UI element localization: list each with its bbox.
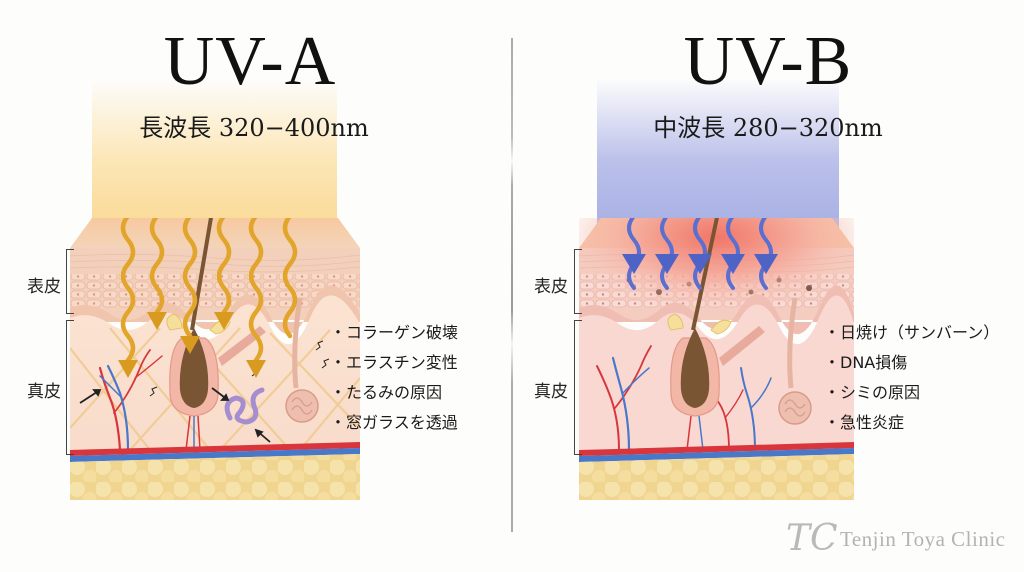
uvb-title: UV-B (683, 23, 853, 100)
uvb-effects-list: 日焼け（サンバーン） DNA損傷 シミの原因 急性炎症 (824, 318, 999, 438)
uvb-skin-cross-section (579, 218, 854, 500)
dermis-bracket (574, 320, 582, 455)
dermis-label: 真皮 (27, 382, 61, 402)
dermis-label: 真皮 (534, 382, 568, 402)
uvb-panel: UV-B 中波長 280−320nm (512, 0, 1024, 572)
uva-skin-cross-section (70, 218, 360, 500)
skin-illustration-uva (70, 218, 360, 500)
skin-illustration-uvb (579, 218, 854, 500)
uva-title: UV-A (163, 23, 337, 100)
effect-item: コラーゲン破壊 (330, 318, 458, 348)
uva-light-beam (92, 78, 337, 228)
uva-wavelength-label: 長波長 320−400nm (139, 114, 369, 142)
effect-item: 窓ガラスを透過 (330, 408, 458, 438)
uvb-light-beam (597, 78, 839, 228)
clinic-logo: TC Tenjin Toya Clinic (786, 518, 1006, 560)
epidermis-bracket (574, 249, 582, 314)
epidermis-bracket (66, 249, 74, 314)
uvb-wavelength-label: 中波長 280−320nm (653, 114, 883, 142)
effect-item: 急性炎症 (824, 408, 999, 438)
effect-item: たるみの原因 (330, 378, 458, 408)
uva-effects-list: コラーゲン破壊 エラスチン変性 たるみの原因 窓ガラスを透過 (330, 318, 458, 438)
effect-item: エラスチン変性 (330, 348, 458, 378)
epidermis-label: 表皮 (27, 277, 61, 297)
epidermis-label: 表皮 (534, 277, 568, 297)
dermis-bracket (66, 320, 74, 455)
clinic-monogram-icon: TC (786, 518, 838, 559)
effect-item: 日焼け（サンバーン） (824, 318, 999, 348)
panel-divider (511, 38, 513, 532)
effect-item: DNA損傷 (824, 348, 999, 378)
effect-item: シミの原因 (824, 378, 999, 408)
clinic-name: Tenjin Toya Clinic (840, 526, 1006, 551)
uva-panel: UV-A 長波長 320−400nm (0, 0, 512, 572)
